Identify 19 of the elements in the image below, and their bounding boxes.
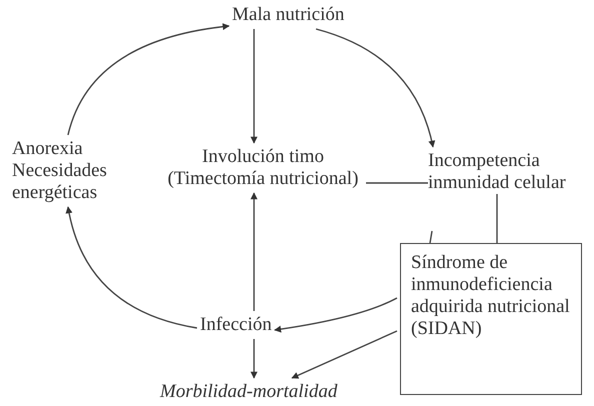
- arrow: [250, 29, 258, 144]
- effect-text: Incompetencia inmunidad celular: [428, 150, 567, 194]
- syndrome-text: Síndrome de inmunodeficiencia adquirida nutricional (SIDAN): [411, 252, 571, 340]
- infection-text: Infección: [200, 314, 272, 336]
- arrow: [67, 23, 230, 136]
- effect-text: Involución timo (Timectomía nutricional): [166, 146, 360, 190]
- arrow: [274, 297, 398, 333]
- syndrome-box: [400, 243, 582, 395]
- connector-line: [496, 194, 498, 243]
- connector-line: [366, 182, 428, 184]
- cause-text: Mala nutrición: [232, 4, 344, 26]
- arrow: [291, 330, 398, 379]
- arrow: [250, 339, 258, 379]
- connector-line: [429, 230, 433, 244]
- outcome-text: Morbilidad-mortalidad: [160, 381, 338, 403]
- arrow: [66, 206, 198, 329]
- cause-text: Anorexia Necesidades energéticas: [12, 138, 108, 204]
- arrow: [250, 192, 258, 311]
- arrow: [316, 28, 435, 148]
